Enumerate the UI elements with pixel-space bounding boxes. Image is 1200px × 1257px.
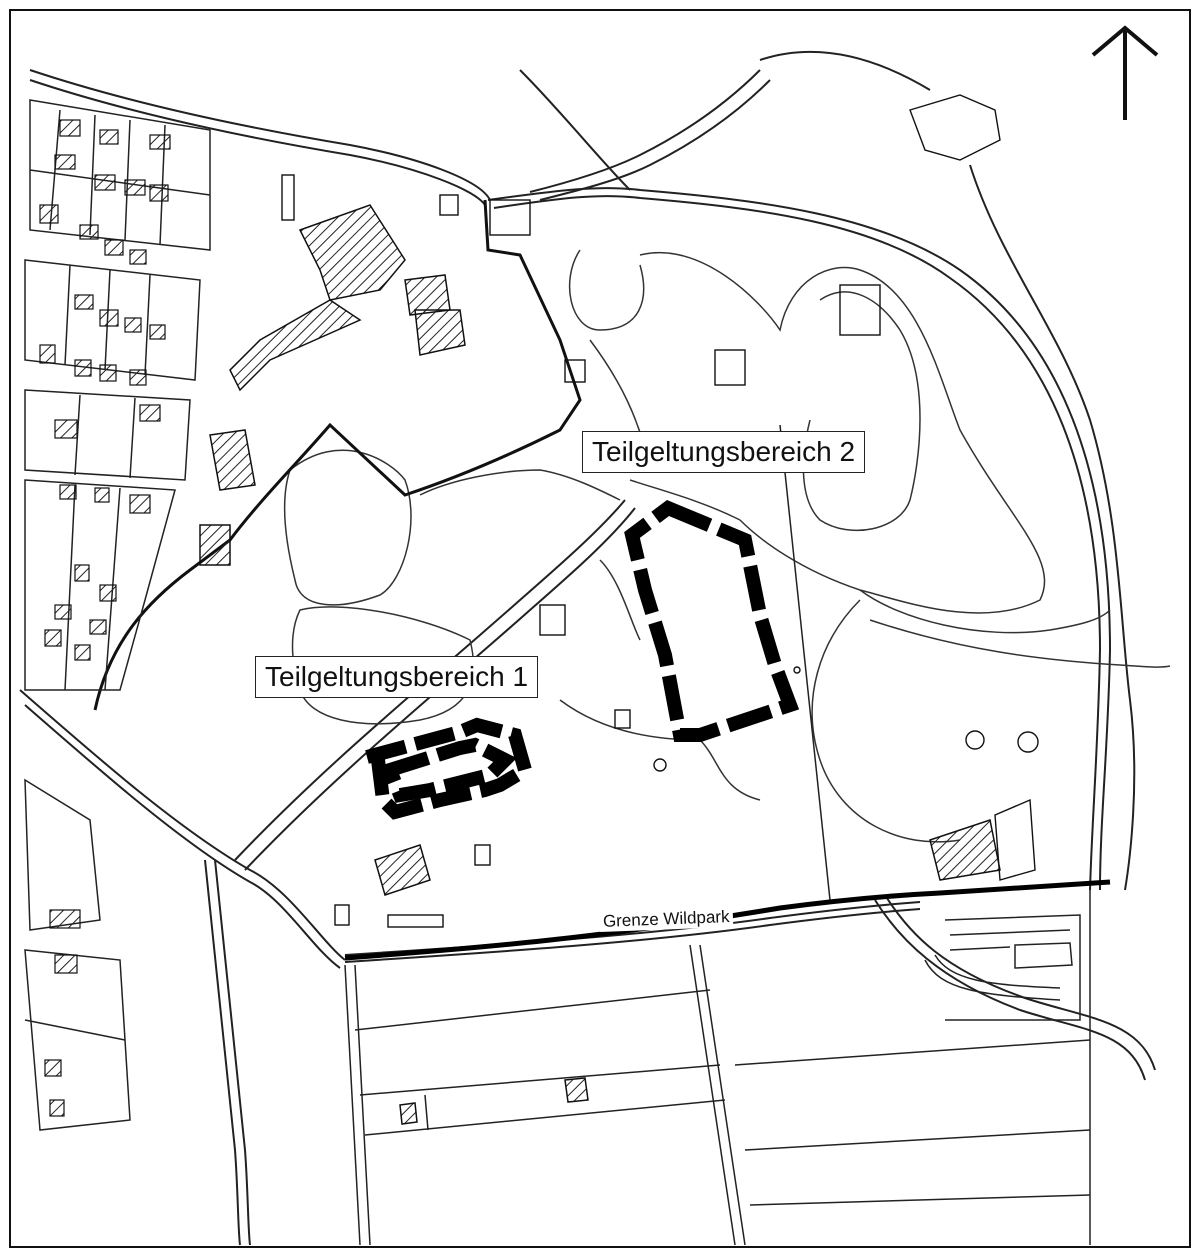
roads: [19, 50, 1156, 1246]
area-2-outline: [624, 500, 800, 742]
residential-plots: [24, 99, 211, 1131]
parking-area: [924, 914, 1081, 1021]
lake-enclosure: [283, 449, 412, 606]
map-frame: [9, 9, 1191, 1248]
area-2-label: Teilgeltungsbereich 2: [582, 431, 866, 473]
small-structures: [281, 94, 1039, 928]
area-1-outline: [365, 717, 534, 820]
hatched-buildings: [199, 204, 1001, 1125]
area-1-label: Teilgeltungsbereich 1: [255, 656, 539, 698]
north-arrow-icon: [1091, 25, 1159, 120]
house-markers: [39, 119, 171, 1117]
enclosure-boundary: [93, 199, 582, 711]
park-paths: [419, 249, 1171, 843]
fields: [344, 424, 1091, 1246]
